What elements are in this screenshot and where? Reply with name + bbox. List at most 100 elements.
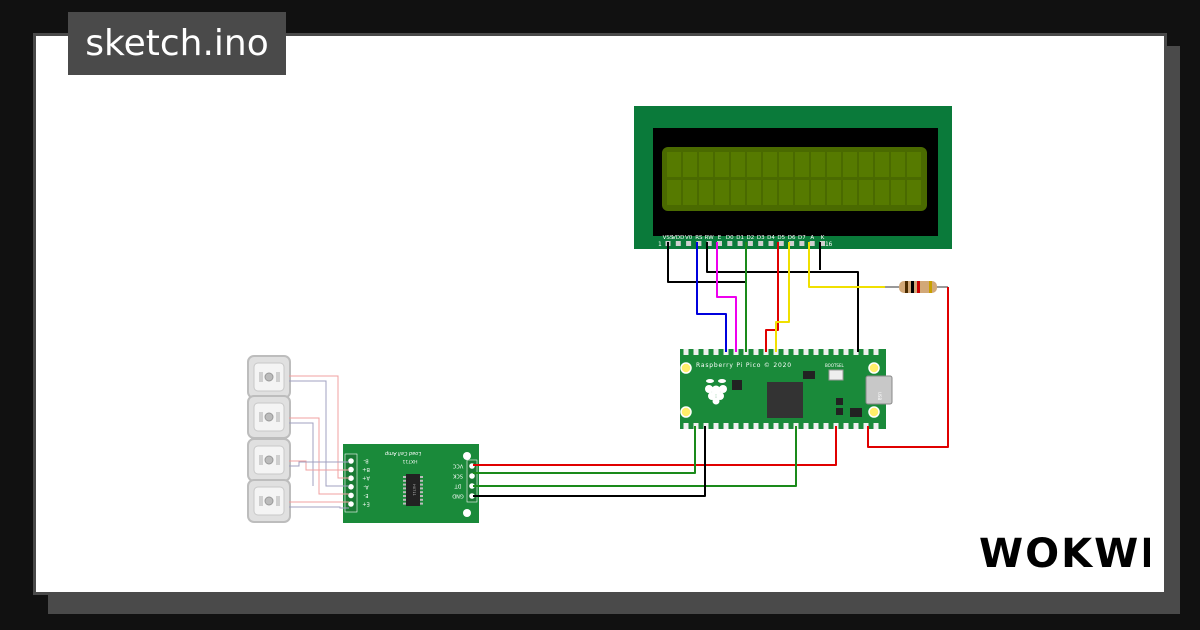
pico-pin[interactable] — [863, 423, 869, 429]
lcd-pin-hole[interactable] — [706, 241, 712, 246]
hx711-pin[interactable] — [348, 501, 354, 507]
pico-pin[interactable] — [823, 423, 829, 429]
lcd-pin-hole[interactable] — [737, 241, 743, 246]
hx711-pin-label: DT — [454, 483, 462, 489]
pico-pin[interactable] — [843, 423, 849, 429]
pico-pin[interactable] — [803, 349, 809, 355]
lcd-pin-label: D4 — [767, 235, 775, 241]
lcd-char-cell — [667, 152, 681, 177]
lcd-char-cell — [859, 180, 873, 205]
pico-pin[interactable] — [683, 349, 689, 355]
hx711-chip-leg — [420, 483, 423, 486]
pico-pin[interactable] — [813, 349, 819, 355]
pico-pin[interactable] — [873, 423, 879, 429]
lcd-pin-hole[interactable] — [717, 241, 722, 246]
pico-pin[interactable] — [873, 349, 879, 355]
hx711-load-cell-amp[interactable]: Load Cell Amp HX711 HX711 B-B+A+A-E-E+ V… — [343, 444, 479, 523]
pico-pin[interactable] — [843, 349, 849, 355]
pico-mount-hole — [680, 406, 692, 418]
lcd-pin-label: E — [718, 235, 722, 241]
lcd-pin-hole[interactable] — [758, 241, 764, 246]
pico-pin[interactable] — [683, 423, 689, 429]
lcd-char-cell — [699, 180, 713, 205]
load-cell[interactable] — [247, 438, 291, 482]
lcd-pin-label: VSS — [663, 235, 674, 241]
pico-pin[interactable] — [833, 349, 839, 355]
pico-pin[interactable] — [703, 349, 709, 355]
hx711-pin[interactable] — [348, 458, 354, 464]
resistor[interactable] — [885, 281, 948, 293]
load-cell-slot — [276, 455, 280, 465]
hx711-pin[interactable] — [469, 473, 475, 479]
load-cells — [247, 355, 291, 523]
lcd-pin-hole[interactable] — [809, 241, 815, 246]
pico-bootsel-button[interactable] — [828, 369, 844, 381]
pico-bootsel-label: BOOTSEL — [825, 363, 844, 368]
load-cell-slot — [276, 496, 280, 506]
pico-pin[interactable] — [713, 423, 719, 429]
hx711-chip-leg — [420, 487, 423, 490]
load-cell-slot — [259, 496, 263, 506]
pico-pin[interactable] — [733, 423, 739, 429]
resistor-band — [905, 281, 908, 293]
lcd-pin-hole[interactable] — [768, 241, 774, 246]
hx711-pin[interactable] — [348, 475, 354, 482]
pico-pin[interactable] — [853, 349, 859, 355]
pico-pin[interactable] — [743, 423, 749, 429]
wire-loadcell — [289, 461, 349, 467]
hx711-pin[interactable] — [469, 493, 475, 499]
lcd-pin-hole[interactable] — [799, 241, 805, 246]
wire-loadcell — [289, 380, 349, 487]
pico-pin[interactable] — [763, 423, 769, 429]
lcd-pin-hole[interactable] — [686, 241, 692, 246]
pico-pin[interactable] — [853, 423, 859, 429]
wire-loadcell — [289, 506, 349, 509]
lcd-char-cell — [747, 180, 761, 205]
pico-pin[interactable] — [753, 349, 759, 355]
diagram-canvas — [33, 33, 1167, 595]
pico-pin[interactable] — [803, 423, 809, 429]
load-cell[interactable] — [247, 395, 291, 439]
hx711-pin-label: A- — [363, 483, 368, 489]
pico-pin[interactable] — [753, 423, 759, 429]
pico-pin[interactable] — [823, 349, 829, 355]
lcd-pin-hole[interactable] — [789, 241, 795, 246]
hx711-pin-label: B+ — [362, 466, 370, 472]
load-cell[interactable] — [247, 479, 291, 523]
lcd-char-cell — [827, 180, 841, 205]
hx711-chip-legs — [403, 476, 423, 505]
hx711-pin[interactable] — [348, 484, 354, 490]
hx711-pin[interactable] — [348, 492, 354, 499]
pico-pin[interactable] — [793, 349, 799, 355]
hx711-pin[interactable] — [469, 483, 475, 489]
lcd-pin-hole[interactable] — [820, 241, 825, 246]
hx711-pin[interactable] — [348, 466, 354, 473]
hx711-left-pins: B-B+A+A-E-E+ — [348, 458, 370, 507]
pico-pin[interactable] — [783, 349, 789, 355]
lcd-char-cell — [795, 180, 809, 205]
load-cell[interactable] — [247, 355, 291, 399]
lcd-pin-hole[interactable] — [727, 241, 733, 246]
pico-pin[interactable] — [723, 423, 729, 429]
lcd-char-cell — [731, 152, 745, 177]
lcd-char-cell — [859, 152, 873, 177]
pico-usb-port — [865, 375, 893, 405]
pico-usb-label: USB — [877, 392, 882, 400]
wire-hx-gnd — [473, 426, 706, 497]
lcd-pin-hole[interactable] — [778, 241, 784, 246]
pico-pin[interactable] — [863, 349, 869, 355]
pico-pin[interactable] — [813, 423, 819, 429]
hx711-pin-label: E- — [363, 492, 368, 498]
lcd-pin-hole[interactable] — [747, 241, 753, 246]
pico-pin[interactable] — [783, 423, 789, 429]
lcd-pin-last: 16 — [825, 241, 833, 248]
raspberry-pi-pico[interactable]: Raspberry Pi Pico © 2020 BOOTSEL USB — [680, 349, 893, 429]
hx711-chip-leg — [403, 502, 406, 505]
lcd-pin-hole[interactable] — [696, 241, 702, 246]
pico-pin[interactable] — [693, 349, 699, 355]
lcd-pin-hole[interactable] — [675, 241, 681, 246]
load-cell-screw-icon — [264, 455, 274, 465]
pico-pin[interactable] — [773, 423, 779, 429]
pico-pin[interactable] — [713, 349, 719, 355]
